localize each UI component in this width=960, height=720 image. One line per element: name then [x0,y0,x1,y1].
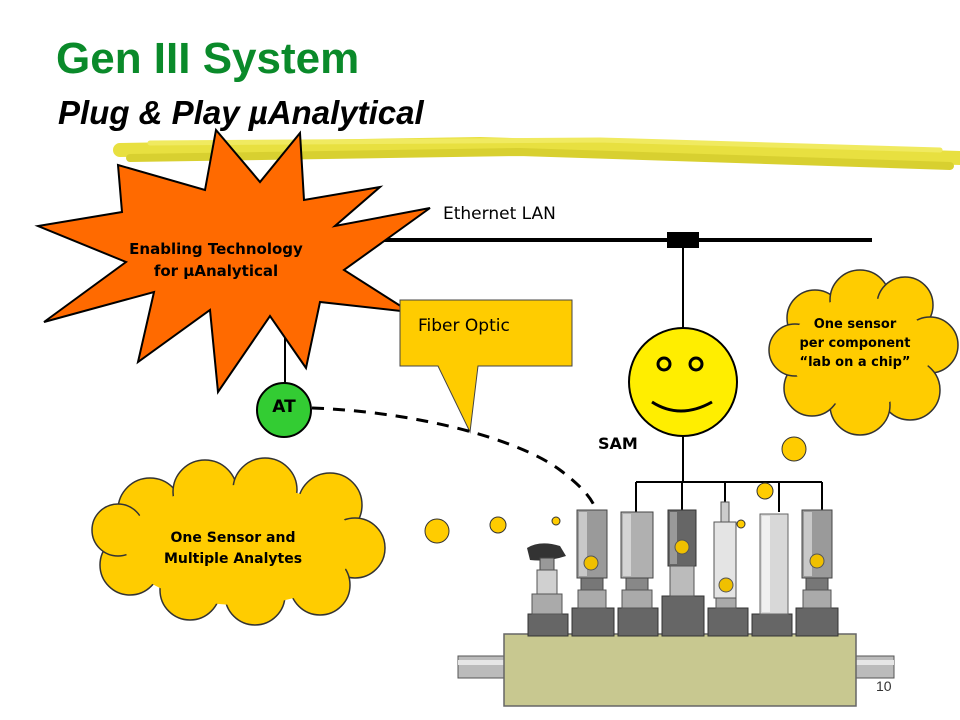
sam-label: SAM [598,434,638,453]
sensor-3 [667,509,697,597]
at-node [256,382,312,438]
cloud-left [91,457,386,626]
valve [527,543,566,615]
sensor-4 [713,501,737,609]
sam-smiley [628,327,738,437]
enabling-technology-starburst [34,127,431,395]
ethernet-lan-label: Ethernet LAN [443,204,556,224]
sensor-bases [527,595,839,637]
starburst-label: Enabling Technology for µAnalytical [96,238,336,282]
cloud-right-text: One sensor per component “lab on a chip” [770,315,940,372]
fiber-optic-callout [399,299,573,434]
cloud-right [768,269,959,436]
fiber-optic-label: Fiber Optic [418,316,510,336]
sensor-6 [801,509,833,609]
title-underline-stroke [113,136,960,170]
lan-connector [667,232,699,248]
sensor-1 [576,509,608,609]
thought-bubbles-left [424,516,561,544]
slide-title: Gen III System [56,34,360,83]
starburst-label-line-1: Enabling Technology [129,240,303,258]
at-label: AT [272,397,296,417]
sensor-2 [620,511,654,609]
thought-bubbles-right [736,436,807,529]
slide-subtitle: Plug & Play µAnalytical [58,94,424,131]
manifold-block [503,633,857,707]
fiber-optic-cable [311,406,598,511]
starburst-label-line-2: for µAnalytical [153,262,279,280]
cloud-right-line-2: per component [799,336,911,351]
cloud-left-line-2: Multiple Analytes [163,551,303,567]
page-number: 10 [876,678,892,694]
cloud-right-line-3: “lab on a chip” [799,355,911,370]
sensor-5 [759,513,789,615]
cloud-right-line-1: One sensor [813,317,897,332]
cloud-left-text: One Sensor and Multiple Analytes [133,528,333,570]
cloud-left-line-1: One Sensor and [170,530,296,546]
